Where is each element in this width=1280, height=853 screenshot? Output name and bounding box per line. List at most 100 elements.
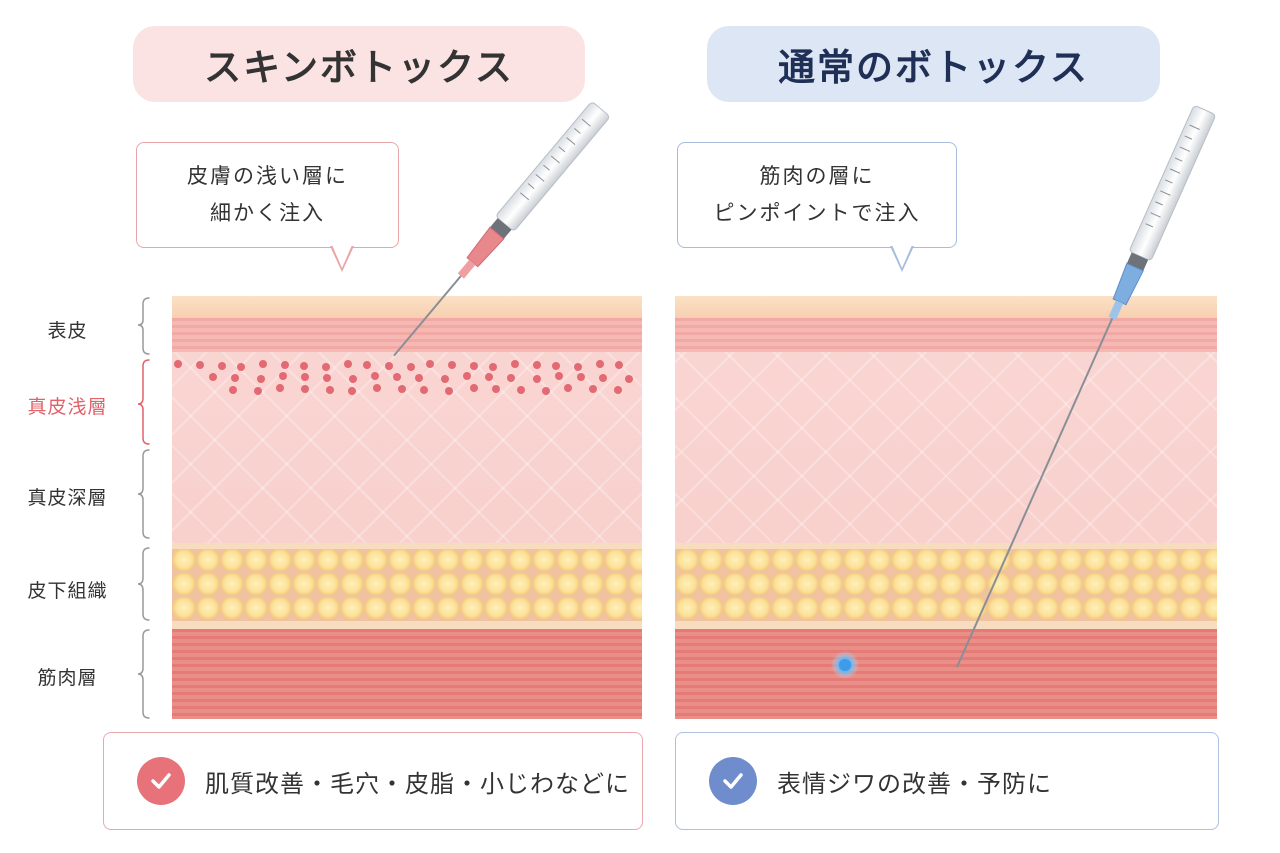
layer-label-muscle: 筋肉層 [37,667,98,689]
injection-dot [326,386,334,394]
injection-dot [533,375,541,383]
callout-right-tail-fill [892,245,912,268]
epidermis-surface [172,296,642,318]
callout-right-line2: ピンポイントで注入 [713,201,921,225]
injection-dot [276,384,284,392]
injection-dot [445,387,453,395]
injection-dot [349,375,357,383]
injection-dot [348,387,356,395]
subcutaneous-layer [675,549,1217,621]
injection-dot [614,386,622,394]
injection-dot [407,363,415,371]
injection-dot [552,362,560,370]
injection-dot [448,361,456,369]
epidermis-surface [675,296,1217,318]
subcutaneous-layer [172,549,642,621]
syringe-icon-left [393,102,610,357]
injection-dot [542,387,550,395]
callout-left: 皮膚の浅い層に 細かく注入 [136,142,399,248]
benefit-box-left: 肌質改善・毛穴・皮脂・小じわなどに [103,732,643,830]
injection-dot [371,372,379,380]
layer-label-epidermis: 表皮 [47,320,88,342]
muscle-layer [172,629,642,719]
injection-dot [237,363,245,371]
injection-dot [533,361,541,369]
injection-dot [218,362,226,370]
injection-dot [301,373,309,381]
subcutaneous-edge-lower [172,621,642,629]
skin-botox-title: スキンボトックス [133,26,585,102]
injection-dot [577,373,585,381]
epidermis-layer [172,318,642,352]
injection-dot [564,384,572,392]
check-icon [137,757,185,805]
subcutaneous-edge-lower [675,621,1217,629]
subcutaneous-edge [675,543,1217,551]
injection-dot [574,363,582,371]
layer-label-deep-dermis: 真皮深層 [27,487,108,509]
injection-dot [254,387,262,395]
injection-dot [517,386,525,394]
muscle-layer [675,629,1217,719]
subcutaneous-edge [172,543,642,551]
injection-dot [625,375,633,383]
benefit-text-right: 表情ジワの改善・予防に [777,769,1052,798]
layer-label-subcutaneous: 皮下組織 [27,580,108,602]
injection-dot [555,372,563,380]
injection-dot [363,361,371,369]
layer-brackets [137,297,150,719]
benefit-text-left: 肌質改善・毛穴・皮脂・小じわなどに [205,769,630,798]
injection-dot [398,385,406,393]
injection-dot [420,386,428,394]
bracket-deep-dermis [137,449,150,539]
check-icon [709,757,757,805]
dermis-layer [675,352,1217,543]
injection-dot [463,372,471,380]
injection-dot [492,385,500,393]
bracket-subcutaneous [137,547,150,621]
bracket-epidermis [137,297,150,355]
injection-dot [441,375,449,383]
callout-left-line1: 皮膚の浅い層に [187,164,348,188]
skin-diagram-left [172,296,642,719]
injection-dot [344,360,352,368]
layer-label-upper-dermis: 真皮浅層 [27,396,108,418]
regular-botox-title: 通常のボトックス [707,26,1160,102]
injection-dot [259,360,267,368]
callout-left-line2: 細かく注入 [210,201,325,225]
injection-dot [209,373,217,381]
bracket-upper-dermis [137,359,150,445]
injection-dot [507,374,515,382]
injection-dot [415,374,423,382]
injection-dot [300,362,308,370]
injection-dot [589,385,597,393]
injection-dot [322,363,330,371]
injection-dot [470,384,478,392]
syringe-icon-right [955,105,1216,668]
injection-dot [470,362,478,370]
injection-dot [174,360,182,368]
injection-dot [301,385,309,393]
injection-dot [511,360,519,368]
callout-right-line1: 筋肉の層に [759,164,875,188]
injection-dot [281,361,289,369]
injection-dot [615,361,623,369]
injection-dot [489,363,497,371]
injection-dot [599,374,607,382]
injection-point [839,659,851,671]
injection-dot [196,361,204,369]
injection-dot [229,386,237,394]
epidermis-layer [675,318,1217,352]
injection-dot [385,362,393,370]
injection-dot [279,372,287,380]
injection-dot [426,360,434,368]
callout-left-tail-fill [332,245,352,268]
injection-dot [485,373,493,381]
callout-right: 筋肉の層に ピンポイントで注入 [677,142,957,248]
dermis-layer [172,352,642,543]
benefit-box-right: 表情ジワの改善・予防に [675,732,1219,830]
injection-dot [323,374,331,382]
injection-dot [596,360,604,368]
skin-diagram-right [675,296,1217,719]
